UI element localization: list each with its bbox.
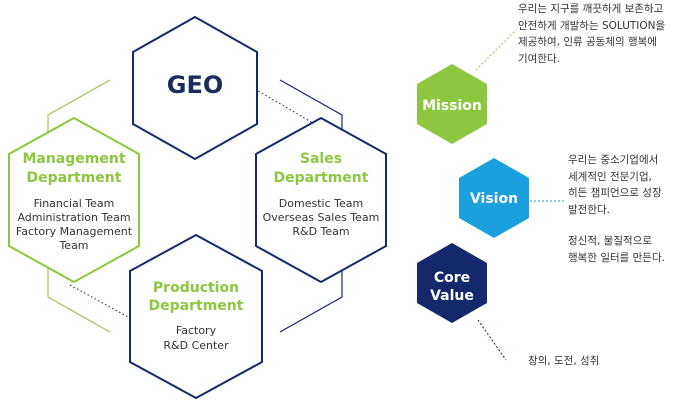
management-team-2: Administration Team <box>17 211 130 224</box>
core-value-connector <box>477 319 507 361</box>
sales-team-1: Domestic Team <box>279 197 363 210</box>
sales-department: Sales Department Domestic Team Overseas … <box>263 151 380 238</box>
production-team-1: Factory <box>176 324 217 337</box>
mission-note: 우리는 지구를 깨끗하게 보존하고 안전하게 개발하는 SOLUTION을 제공… <box>518 3 666 65</box>
management-department: Management Department Financial Team Adm… <box>16 151 133 252</box>
geo-title: GEO <box>167 71 224 99</box>
core-value-label-line-1: Core <box>434 270 470 286</box>
production-hexagon <box>129 233 263 400</box>
core-value-note: 창의, 도전, 성취 <box>528 355 600 367</box>
sales-team-2: Overseas Sales Team <box>263 211 380 224</box>
mission-connector <box>475 29 517 71</box>
mission-hexagon <box>417 64 487 144</box>
management-title-line-1: Management <box>22 151 125 167</box>
mission-label: Mission <box>422 98 482 114</box>
management-team-3: Factory Management <box>16 225 133 238</box>
geo-hexagon <box>132 15 258 161</box>
production-team-2: R&D Center <box>163 339 229 352</box>
vision-note-2: 정신적, 물질적으로 행복한 일터를 만든다. <box>568 235 665 264</box>
production-title-line-2: Department <box>149 298 244 314</box>
sales-title-line-2: Department <box>274 170 369 186</box>
sales-title-line-1: Sales <box>300 151 342 167</box>
vision-hexagon <box>459 158 529 238</box>
management-team-4: Team <box>58 239 88 252</box>
sales-hexagon <box>255 116 387 284</box>
vision-label: Vision <box>470 191 518 207</box>
production-title-line-1: Production <box>153 280 239 296</box>
management-team-1: Financial Team <box>34 197 115 210</box>
guide-top-right-dotted <box>254 88 319 127</box>
management-title-line-2: Department <box>27 170 122 186</box>
sales-team-3: R&D Team <box>292 225 349 238</box>
guide-bottom-left-dotted <box>69 284 131 319</box>
vision-note-1: 우리는 중소기업에서 세계적인 전문기업, 히든 챔피언으로 성장 발전한다. <box>568 154 662 216</box>
management-hexagon <box>8 116 140 284</box>
core-value-label-line-2: Value <box>430 288 474 304</box>
production-department: Production Department Factory R&D Center <box>149 280 244 352</box>
core-value-hexagon <box>417 243 487 323</box>
